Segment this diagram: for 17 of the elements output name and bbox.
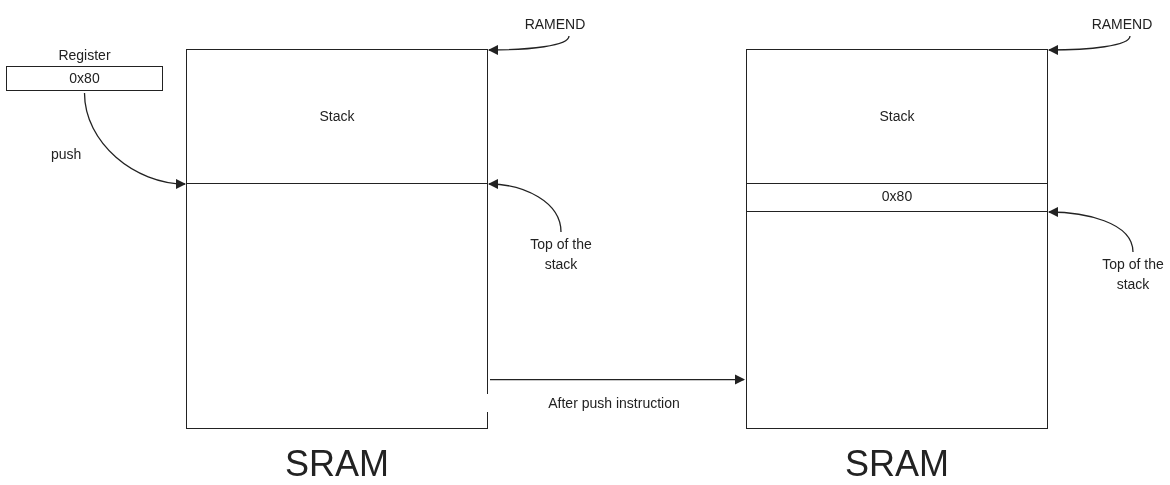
pointer-label: Top of the stack bbox=[525, 234, 597, 274]
region-label: 0x80 bbox=[880, 188, 914, 204]
register-label: Register bbox=[57, 46, 112, 65]
pointer-label: Top of the stack bbox=[1098, 254, 1168, 294]
register-box: 0x80 bbox=[6, 66, 163, 91]
arrow bbox=[1047, 207, 1134, 253]
arrow bbox=[489, 374, 746, 385]
memory-title: SRAM bbox=[284, 443, 390, 485]
arrow bbox=[487, 35, 570, 56]
pointer-label: RAMEND bbox=[520, 14, 590, 34]
arrow bbox=[83, 92, 187, 189]
arrow bbox=[1047, 35, 1131, 56]
pointer-label: RAMEND bbox=[1082, 14, 1162, 34]
region-label: Stack bbox=[318, 108, 356, 124]
arrow bbox=[487, 179, 562, 233]
memory-title: SRAM bbox=[844, 443, 950, 485]
region-label: Stack bbox=[878, 108, 916, 124]
